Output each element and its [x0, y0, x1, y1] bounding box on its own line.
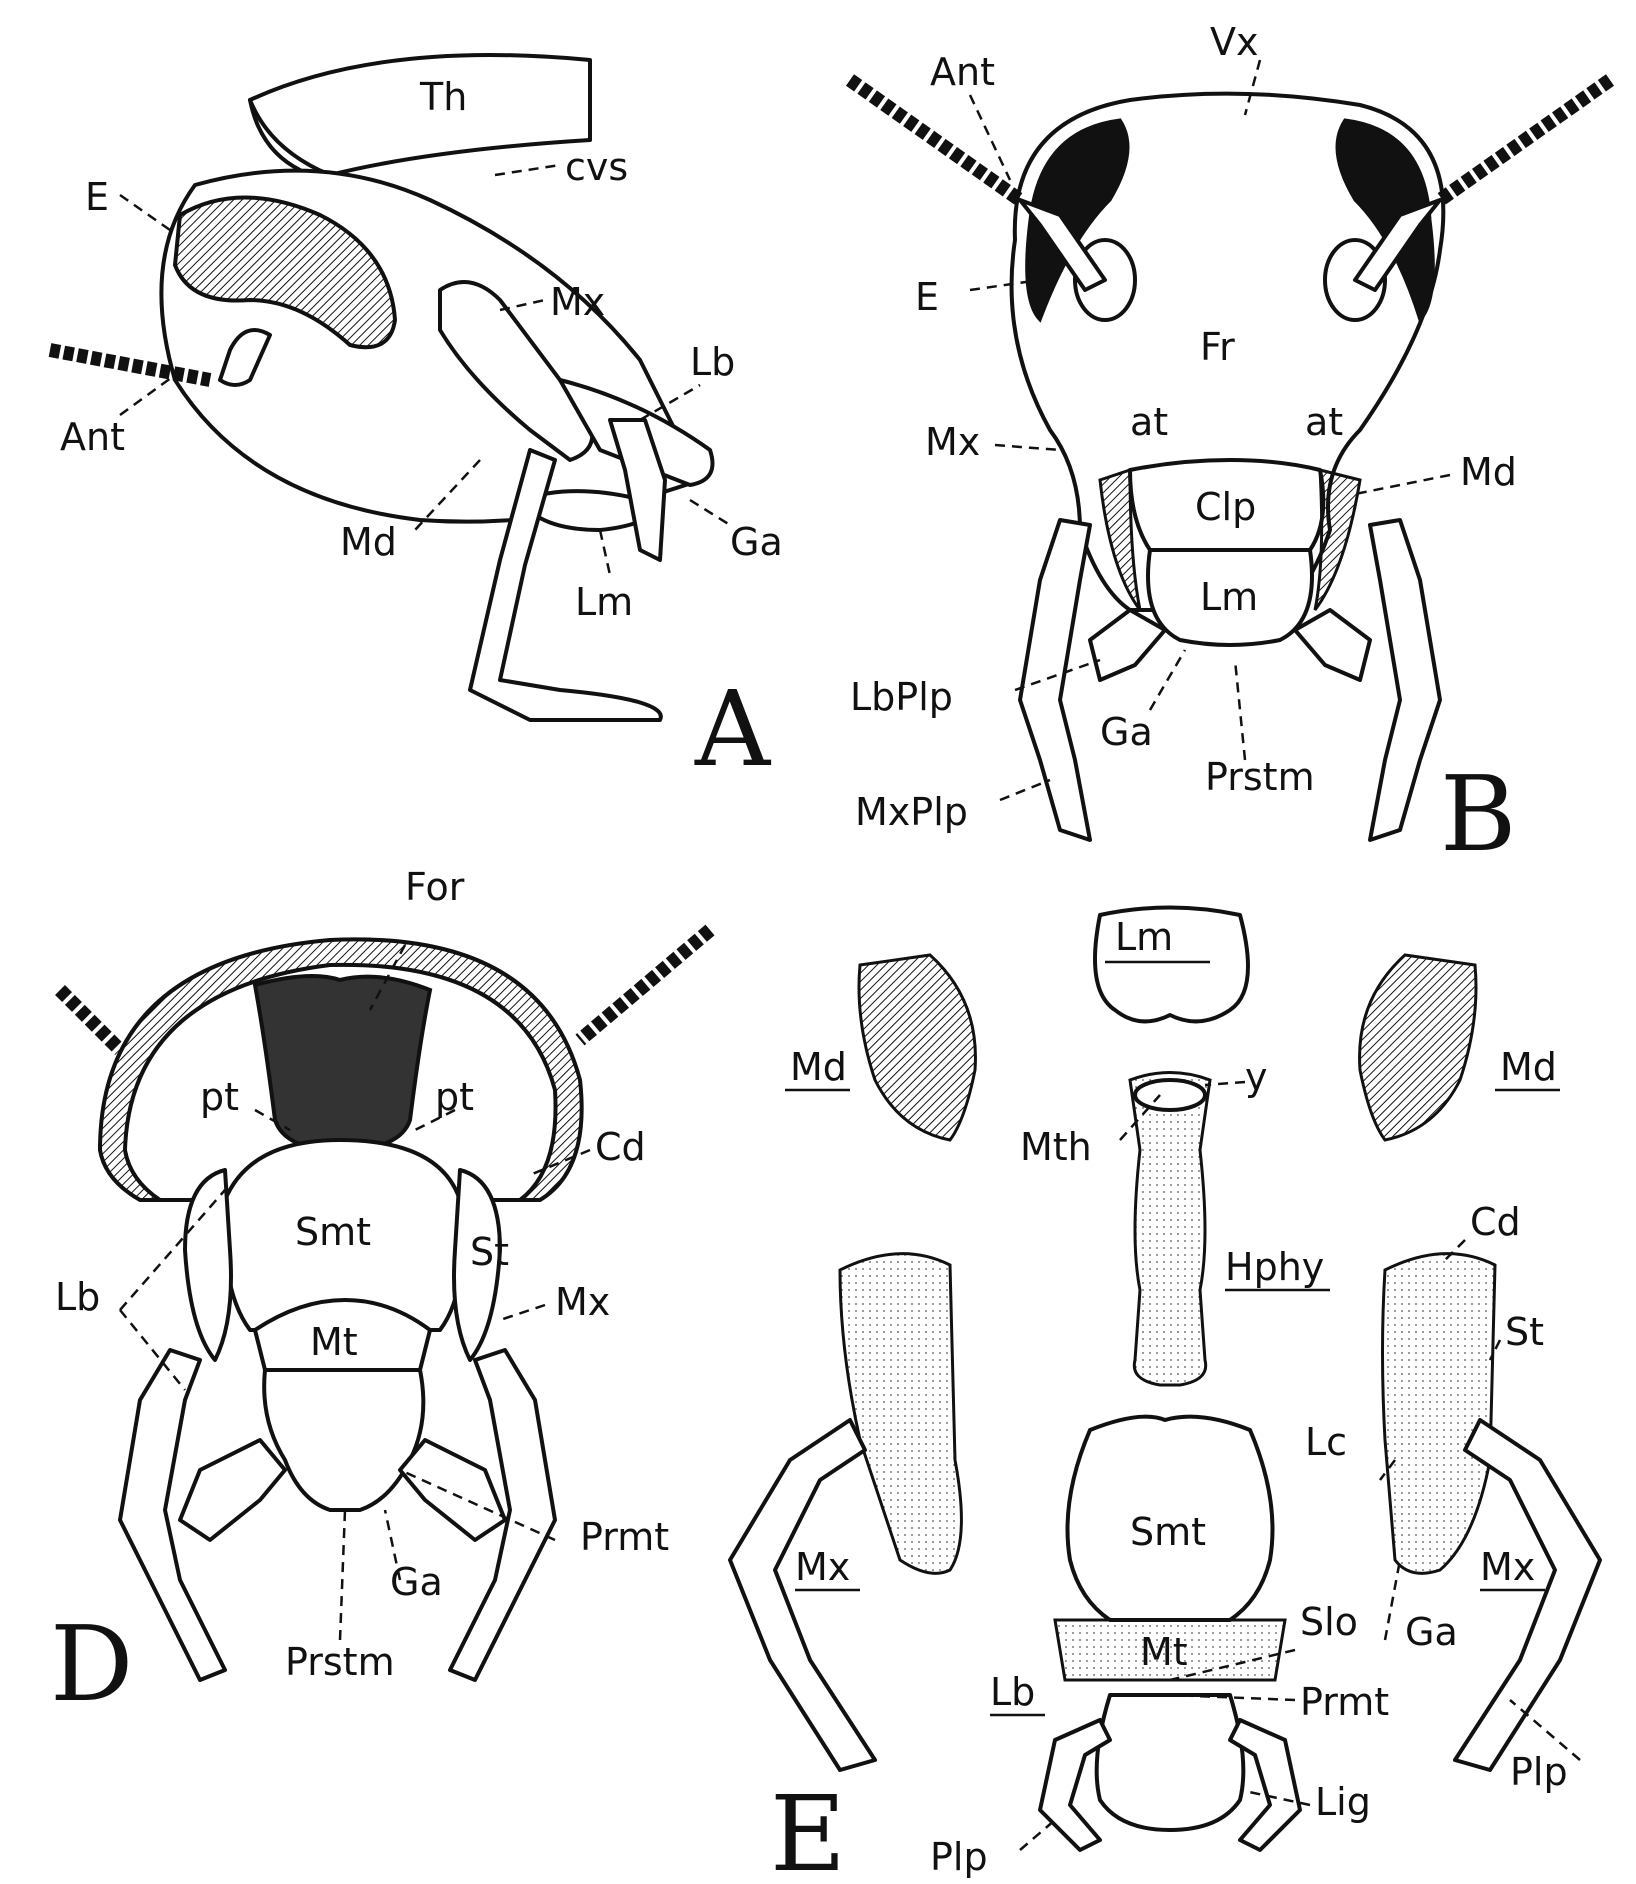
maxillary-palp-right — [1370, 520, 1440, 840]
maxilla-right-detached — [1383, 1254, 1496, 1574]
label-b-vx: Vx — [1210, 20, 1258, 64]
panel-d-drawing — [60, 930, 710, 1680]
label-e-mt: Mt — [1140, 1630, 1188, 1674]
label-a-md: Md — [340, 520, 397, 564]
panel-b: Ant Vx E Fr Mx at at Md Clp Lm LbPlp Ga … — [850, 20, 1610, 875]
label-b-md: Md — [1460, 450, 1517, 494]
label-a-lb: Lb — [690, 340, 735, 384]
label-a-ant: Ant — [60, 415, 125, 459]
label-d-pt-left: pt — [200, 1075, 239, 1119]
label-b-lm: Lm — [1200, 575, 1258, 619]
label-a-e: E — [85, 175, 109, 219]
label-e-plp-left: Plp — [930, 1835, 988, 1879]
label-a-cvs: cvs — [565, 145, 628, 189]
label-e-ga: Ga — [1405, 1610, 1458, 1654]
label-e-lb: Lb — [990, 1670, 1035, 1714]
label-b-e: E — [915, 275, 939, 319]
label-e-plp-right: Plp — [1510, 1750, 1568, 1794]
panel-d: For pt pt Cd Smt St Lb Mx Mt Prmt Ga Prs… — [50, 865, 710, 1725]
panel-a: Th cvs E Mx Lb Ant Md Ga Lm A — [50, 55, 783, 790]
label-d-mx: Mx — [555, 1280, 610, 1324]
label-d-lb: Lb — [55, 1275, 100, 1319]
maxillary-palp-left — [1020, 520, 1090, 840]
label-b-fr: Fr — [1200, 325, 1235, 369]
label-d-pt-right: pt — [435, 1075, 474, 1119]
label-e-hphy: Hphy — [1225, 1245, 1324, 1289]
panel-b-letter: B — [1440, 753, 1516, 875]
label-b-mx: Mx — [925, 420, 980, 464]
antenna-left — [850, 80, 1020, 200]
label-d-st: St — [470, 1230, 509, 1274]
label-d-mt: Mt — [310, 1320, 358, 1364]
label-e-md-right: Md — [1500, 1045, 1557, 1089]
label-d-smt: Smt — [295, 1210, 371, 1254]
mandible-left — [859, 955, 975, 1140]
label-e-y: y — [1245, 1055, 1268, 1099]
label-e-md-left: Md — [790, 1045, 847, 1089]
label-b-ant: Ant — [930, 50, 995, 94]
label-e-mx-right: Mx — [1480, 1545, 1535, 1589]
label-d-for: For — [405, 865, 465, 909]
label-e-slo: Slo — [1300, 1600, 1358, 1644]
label-a-ga: Ga — [730, 520, 783, 564]
hypopharynx — [1130, 1073, 1210, 1386]
label-b-lbplp: LbPlp — [850, 675, 953, 719]
label-e-mx-left: Mx — [795, 1545, 850, 1589]
label-e-smt: Smt — [1130, 1510, 1206, 1554]
label-b-clp: Clp — [1195, 485, 1256, 529]
label-a-th: Th — [419, 75, 467, 119]
label-e-lig: Lig — [1315, 1780, 1371, 1824]
maxillary-palp-left-detached — [730, 1420, 875, 1770]
panel-d-letter: D — [50, 1603, 133, 1725]
label-e-lm: Lm — [1115, 915, 1173, 959]
label-e-lc: Lc — [1305, 1420, 1347, 1464]
panel-a-letter: A — [694, 668, 772, 790]
label-e-st: St — [1505, 1310, 1544, 1354]
label-d-ga: Ga — [390, 1560, 443, 1604]
label-b-prstm: Prstm — [1205, 755, 1315, 799]
antenna-right — [1440, 80, 1610, 200]
label-b-mxplp: MxPlp — [855, 790, 968, 834]
panel-e-letter: E — [770, 1773, 846, 1884]
maxilla-left-detached — [840, 1254, 961, 1574]
label-a-lm: Lm — [575, 580, 633, 624]
panel-e-drawing — [730, 908, 1600, 1851]
mandible-right — [1360, 955, 1476, 1140]
label-d-prstm: Prstm — [285, 1640, 395, 1684]
label-e-prmt: Prmt — [1300, 1680, 1389, 1724]
panel-e: Lm Md Md y Mth Hphy Cd St Lc Mx Mx Smt G… — [730, 908, 1600, 1884]
label-b-at-left: at — [1130, 400, 1168, 444]
occipital-foramen — [255, 976, 430, 1150]
label-e-cd: Cd — [1470, 1200, 1521, 1244]
label-b-at-right: at — [1305, 400, 1343, 444]
label-e-mth: Mth — [1020, 1125, 1092, 1169]
label-a-mx: Mx — [550, 280, 605, 324]
label-d-cd: Cd — [595, 1125, 646, 1169]
prementum-detached — [1097, 1695, 1244, 1830]
label-d-prmt: Prmt — [580, 1515, 669, 1559]
label-b-ga: Ga — [1100, 710, 1153, 754]
